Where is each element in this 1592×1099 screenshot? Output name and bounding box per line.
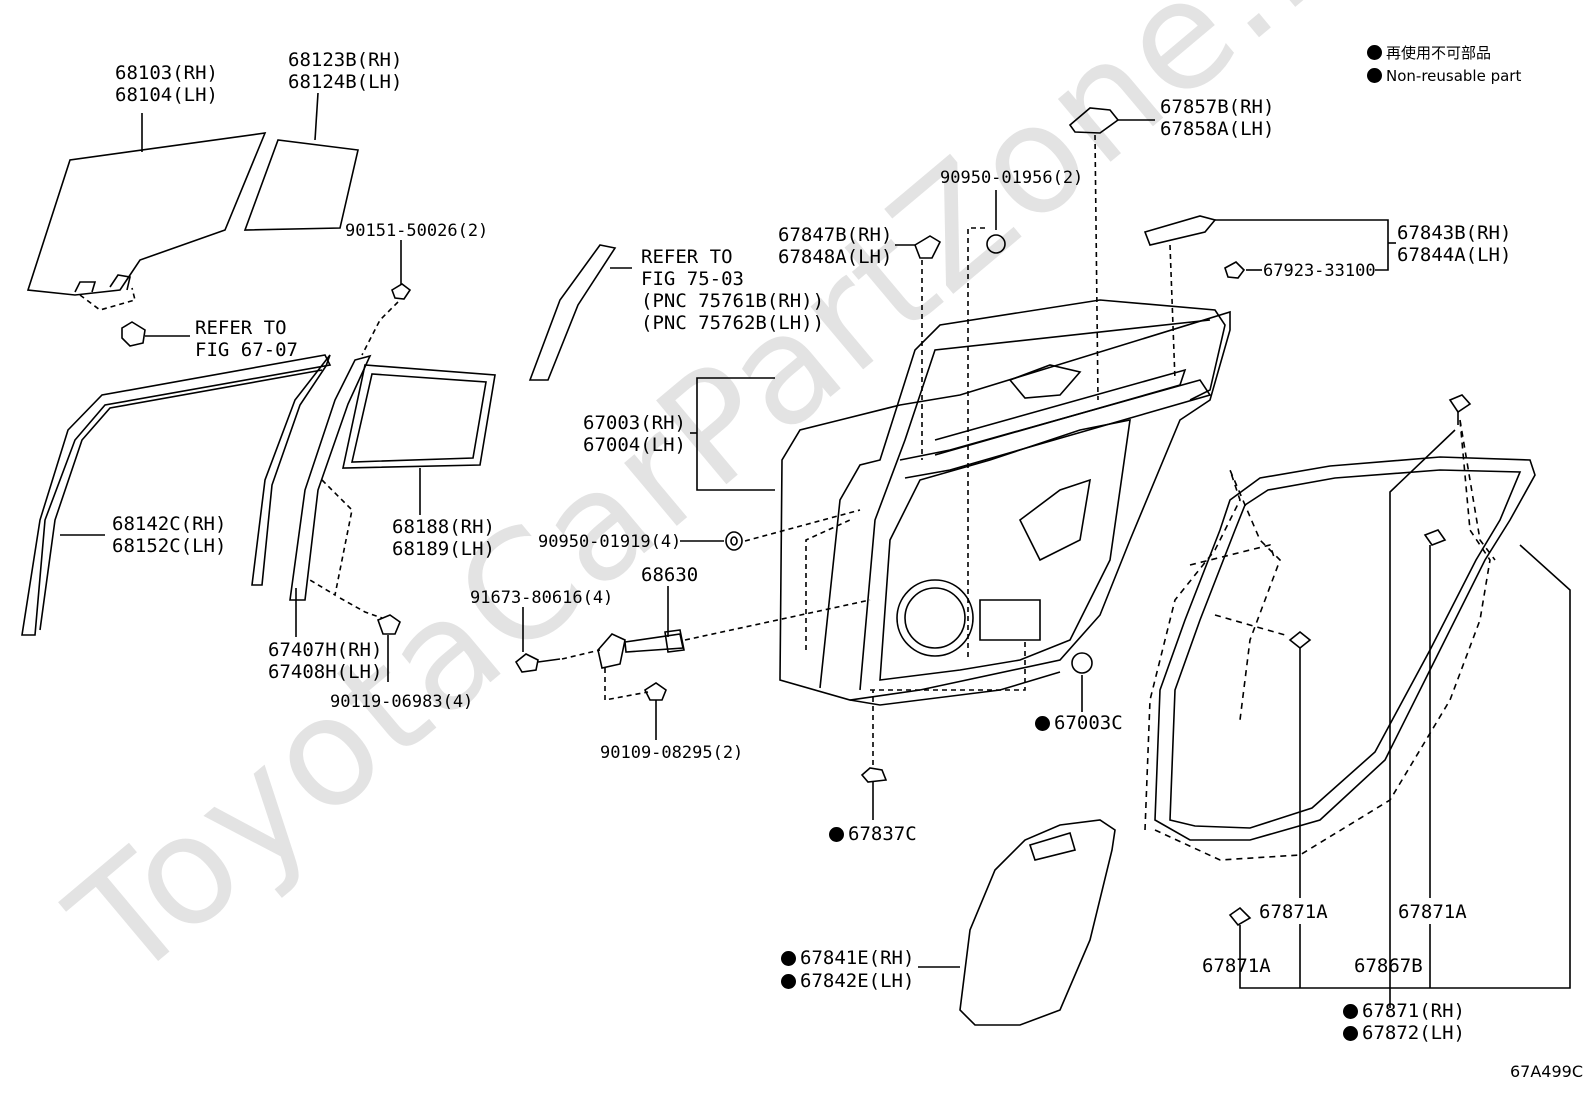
hole-plug-67003c: [870, 640, 1092, 712]
label-67857b[interactable]: 67857B(RH): [1160, 96, 1275, 118]
figure-code: 67A499C: [1510, 1062, 1584, 1081]
non-reusable-dot-icon: [1343, 1004, 1358, 1019]
non-reusable-dot-icon: [781, 951, 796, 966]
refer-fig-75-03-line2[interactable]: FIG 75-03: [641, 268, 744, 290]
label-67871a-middle[interactable]: 67871A: [1259, 901, 1328, 923]
label-67408h[interactable]: 67408H(LH): [268, 661, 383, 683]
label-67871a-left[interactable]: 67871A: [1202, 955, 1271, 977]
refer-fig-75-03-line1[interactable]: REFER TO: [641, 246, 733, 268]
label-90950-01956[interactable]: 90950-01956(2): [940, 168, 1084, 188]
label-67842e-text: 67842E(LH): [800, 970, 915, 992]
legend-line-ja: 再使用不可部品: [1367, 42, 1491, 63]
legend-text-ja: 再使用不可部品: [1386, 44, 1492, 62]
label-67923[interactable]: 67923-33100: [1263, 261, 1376, 281]
label-67872-lh-text: 67872(LH): [1362, 1022, 1465, 1044]
label-68152c[interactable]: 68152C(LH): [112, 535, 227, 557]
grommet-90950-01919: [680, 510, 860, 550]
label-67848a[interactable]: 67848A(LH): [778, 246, 893, 268]
label-91673[interactable]: 91673-80616(4): [470, 588, 614, 608]
label-67841e-text: 67841E(RH): [800, 947, 915, 969]
label-67844a[interactable]: 67844A(LH): [1397, 244, 1512, 266]
non-reusable-dot-icon: [1343, 1026, 1358, 1041]
clip-67837c: [806, 520, 886, 820]
plug-90950-01956: [968, 190, 1005, 660]
non-reusable-dot-icon: [1367, 45, 1382, 60]
quarter-glass: [245, 93, 358, 230]
glass-bolt: [80, 288, 190, 346]
door-check: [516, 586, 870, 740]
label-67837c-text: 67837C: [848, 823, 917, 845]
service-hole-cover: [918, 820, 1115, 1025]
label-68123b[interactable]: 68123B(RH): [288, 49, 403, 71]
label-67871a-right[interactable]: 67871A: [1398, 901, 1467, 923]
quarter-frame-seal: [290, 356, 495, 682]
label-67003c[interactable]: 67003C: [1035, 712, 1123, 734]
non-reusable-dot-icon: [1367, 68, 1382, 83]
leader-67003: [690, 378, 775, 490]
refer-fig-67-07-line2[interactable]: FIG 67-07: [195, 339, 298, 361]
label-67871-rh-text: 67871(RH): [1362, 1000, 1465, 1022]
front-door-glass: [28, 113, 265, 295]
label-68142c[interactable]: 68142C(RH): [112, 513, 227, 535]
refer-pnc-lh[interactable]: (PNC 75762B(LH)): [641, 312, 825, 334]
belt-molding-bracket: [1145, 216, 1396, 380]
outside-handle-frame: [1070, 108, 1155, 400]
door-weatherstrip: [1145, 395, 1570, 1008]
label-68188[interactable]: 68188(RH): [392, 516, 495, 538]
label-68189[interactable]: 68189(LH): [392, 538, 495, 560]
door-shell: [780, 300, 1230, 705]
label-67003c-text: 67003C: [1054, 712, 1123, 734]
label-67841e[interactable]: 67841E(RH): [781, 947, 914, 969]
label-68124b[interactable]: 68124B(LH): [288, 71, 403, 93]
screw-90151: [362, 240, 410, 355]
label-90151[interactable]: 90151-50026(2): [345, 221, 489, 241]
label-67867b[interactable]: 67867B: [1354, 955, 1423, 977]
label-68104[interactable]: 68104(LH): [115, 84, 218, 106]
non-reusable-dot-icon: [781, 974, 796, 989]
label-67871-rh[interactable]: 67871(RH): [1343, 1000, 1465, 1022]
non-reusable-dot-icon: [1035, 716, 1050, 731]
label-68103[interactable]: 68103(RH): [115, 62, 218, 84]
label-68630[interactable]: 68630: [641, 564, 699, 586]
label-67837c[interactable]: 67837C: [829, 823, 917, 845]
label-67847b[interactable]: 67847B(RH): [778, 224, 893, 246]
division-bar: [252, 355, 330, 585]
refer-pnc-rh[interactable]: (PNC 75761B(RH)): [641, 290, 825, 312]
label-67004[interactable]: 67004(LH): [583, 434, 686, 456]
run-channel: [22, 355, 330, 635]
label-67842e[interactable]: 67842E(LH): [781, 970, 914, 992]
legend-text-en: Non-reusable part: [1386, 67, 1522, 85]
non-reusable-dot-icon: [829, 827, 844, 842]
label-90950-01919[interactable]: 90950-01919(4): [538, 532, 682, 552]
label-67843b[interactable]: 67843B(RH): [1397, 222, 1512, 244]
label-67858a[interactable]: 67858A(LH): [1160, 118, 1275, 140]
refer-fig-67-07-line1[interactable]: REFER TO: [195, 317, 287, 339]
label-67003[interactable]: 67003(RH): [583, 412, 686, 434]
label-67872-lh[interactable]: 67872(LH): [1343, 1022, 1465, 1044]
lock-bracket-67847: [895, 236, 940, 460]
label-90109[interactable]: 90109-08295(2): [600, 743, 744, 763]
label-67407h[interactable]: 67407H(RH): [268, 639, 383, 661]
window-garnish: [530, 245, 632, 380]
legend-line-en: Non-reusable part: [1367, 67, 1521, 85]
label-90119[interactable]: 90119-06983(4): [330, 692, 474, 712]
